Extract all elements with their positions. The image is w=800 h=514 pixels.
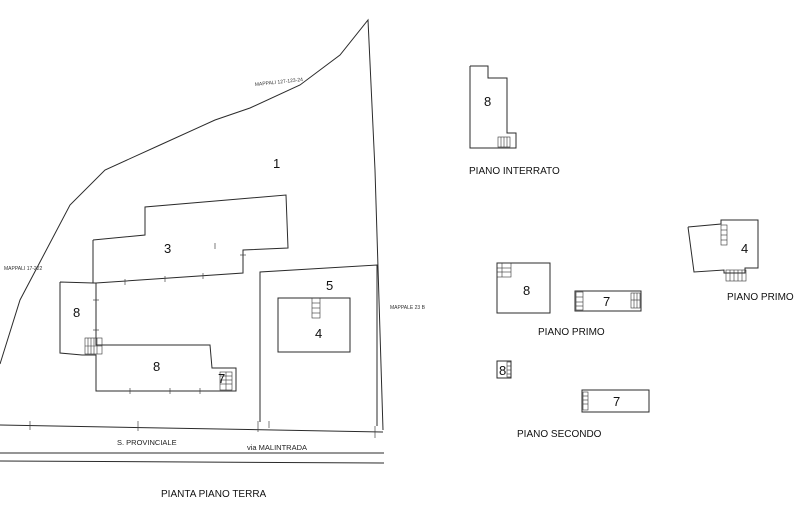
building-8-south-number: 8 <box>153 359 160 374</box>
secondo-7-outline <box>581 389 650 413</box>
plan-secondo: 8 7 PIANO SECONDO <box>496 360 650 440</box>
stair-symbol-ground-7 <box>219 371 233 391</box>
building-4-number: 4 <box>315 326 322 341</box>
interrato-title: PIANO INTERRATO <box>469 166 560 177</box>
site-plan: 1 3 8 8 7 5 4 MAPPALI 127-123-24 MAPPALI… <box>0 18 426 500</box>
building-8-west-number: 8 <box>73 305 80 320</box>
building-3-number: 3 <box>164 241 171 256</box>
lot-number: 1 <box>273 156 280 171</box>
stair-symbol-primo-7-left <box>575 291 584 311</box>
primo-7-outline <box>574 290 642 312</box>
building-7-number: 7 <box>218 371 225 386</box>
survey-ticks <box>29 421 376 438</box>
stair-symbol-primo-7-right <box>630 292 641 309</box>
secondo-title: PIANO SECONDO <box>517 429 602 440</box>
stair-symbol-ground-4 <box>311 297 321 319</box>
stair-symbol-primo-4-bottom <box>725 269 747 282</box>
building-8-outline <box>59 281 237 392</box>
building-3-ticks <box>124 243 246 285</box>
primo-8-outline <box>496 262 551 314</box>
parcel-label-east: MAPPALE 23 B <box>390 305 426 311</box>
building-8-ticks <box>93 299 201 394</box>
primo-7-number: 7 <box>603 294 610 309</box>
stair-symbol-secondo-7 <box>582 391 589 411</box>
stair-symbol-ground-8 <box>84 337 103 355</box>
plan-interrato: 8 PIANO INTERRATO <box>469 65 560 177</box>
primo-4-outline <box>687 219 759 274</box>
primo-center-title: PIANO PRIMO <box>538 327 605 338</box>
road-label-provincial: S. PROVINCIALE <box>117 438 177 447</box>
lot-south-boundary <box>0 424 384 433</box>
primo-right-title: PIANO PRIMO <box>727 292 794 303</box>
site-plan-title: PIANTA PIANO TERRA <box>161 489 267 500</box>
stair-symbol-interrato <box>497 136 511 148</box>
building-5-number: 5 <box>326 278 333 293</box>
interrato-8-number: 8 <box>484 94 491 109</box>
building-5-outline <box>259 264 378 426</box>
interrato-8-outline <box>469 65 517 149</box>
plan-primo-right: 4 PIANO PRIMO <box>687 219 794 303</box>
secondo-8-number: 8 <box>499 363 506 378</box>
lot-boundary <box>0 18 384 431</box>
secondo-7-number: 7 <box>613 394 620 409</box>
stair-symbol-primo-8 <box>496 262 512 278</box>
stair-symbol-primo-4-top <box>720 224 728 246</box>
building-4-outline <box>277 297 351 353</box>
road-line-south <box>0 460 385 464</box>
parcel-label-west: MAPPALI 17-222 <box>4 266 42 272</box>
building-3-outline <box>92 194 289 284</box>
primo-4-number: 4 <box>741 241 748 256</box>
plan-primo-center: 8 7 PIANO PRIMO <box>496 262 642 338</box>
road-label-street: via MALINTRADA <box>247 443 307 452</box>
stair-symbol-secondo-8 <box>506 361 512 378</box>
primo-8-number: 8 <box>523 283 530 298</box>
parcel-label-north: MAPPALI 127-123-24 <box>255 77 304 88</box>
